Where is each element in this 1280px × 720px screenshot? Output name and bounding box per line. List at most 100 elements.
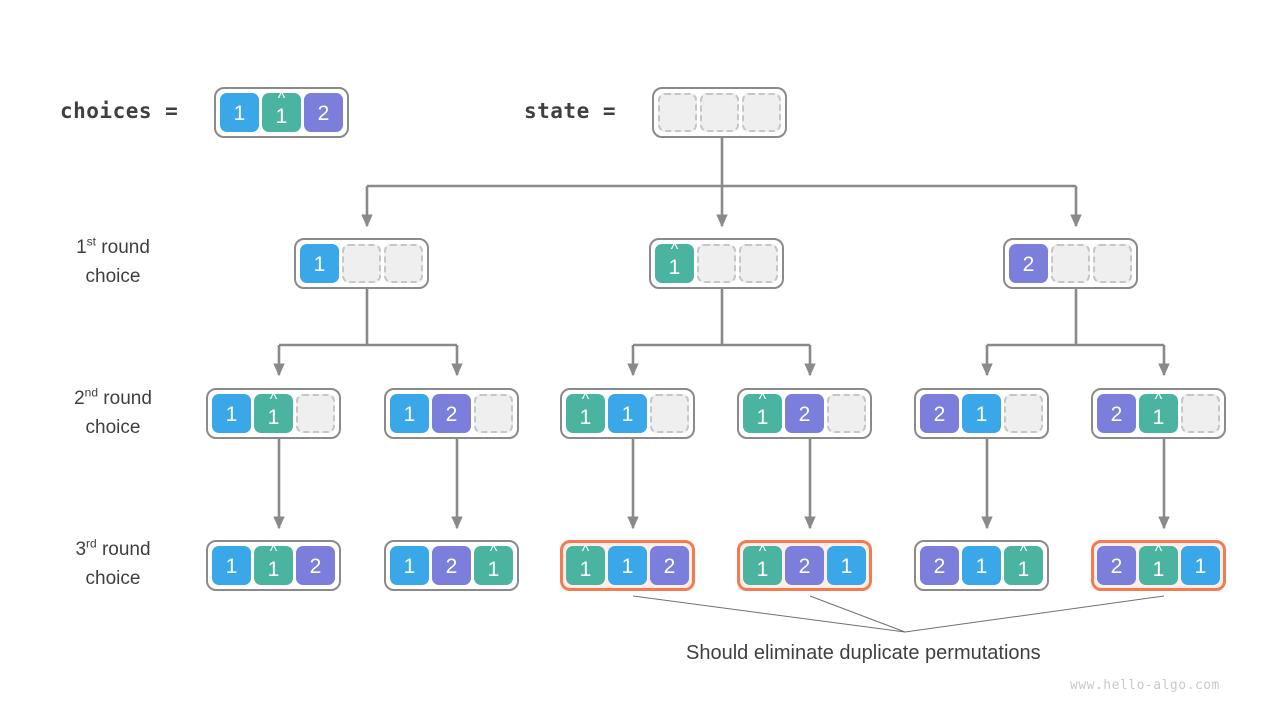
cell-value: 2: [296, 546, 335, 585]
level3-node-1: 1 2 1: [384, 540, 519, 591]
cell-value: 2: [785, 394, 824, 433]
level1-node-2: 2: [1003, 238, 1138, 289]
cell-label: 1: [621, 403, 634, 426]
cell-label: 1: [276, 106, 288, 127]
cell-value: 1: [743, 546, 782, 585]
round-2-line1: 2nd round: [74, 385, 152, 409]
cell-label: 2: [798, 403, 811, 426]
cell-label: 2: [933, 555, 946, 578]
round-2-line2: choice: [85, 417, 141, 438]
cell-label: 2: [445, 403, 458, 426]
cell-label: 1: [580, 559, 592, 580]
level2-node-3: 12: [737, 388, 872, 439]
cell-label: 1: [621, 555, 634, 578]
cell-label: 1: [669, 257, 681, 278]
cell-value: 1: [566, 394, 605, 433]
cell-value: 1: [212, 394, 251, 433]
cell-value: 1: [1004, 546, 1043, 585]
cell-value: 1: [962, 546, 1001, 585]
round-3-line1: 3rd round: [75, 536, 151, 560]
cell-empty: [1004, 394, 1043, 433]
cell-label: 1: [313, 253, 326, 276]
cell-value: 1: [220, 93, 259, 132]
cell-value: 1: [608, 394, 647, 433]
level2-node-2: 11: [560, 388, 695, 439]
cell-empty: [742, 93, 781, 132]
cell-value: 1: [743, 394, 782, 433]
cell-value: 1: [390, 546, 429, 585]
cell-label: 2: [798, 555, 811, 578]
cell-value: 2: [1009, 244, 1048, 283]
cell-value: 1: [390, 394, 429, 433]
cell-value: 2: [920, 546, 959, 585]
cell-empty: [384, 244, 423, 283]
round-label-3: 3rd round choice: [30, 535, 196, 593]
cell-label: 1: [975, 555, 988, 578]
cell-value: 2: [920, 394, 959, 433]
level3-node-3: 1 2 1: [737, 540, 872, 591]
watermark: www.hello-algo.com: [1070, 678, 1220, 693]
cell-label: 2: [309, 555, 322, 578]
choices-array: 1 1 2: [214, 87, 349, 138]
state-array: [652, 87, 787, 138]
cell-value: 1: [566, 546, 605, 585]
cell-label: 1: [1018, 559, 1030, 580]
cell-label: 2: [1110, 403, 1123, 426]
state-label: state =: [524, 99, 617, 123]
cell-value: 1: [608, 546, 647, 585]
cell-value: 2: [1097, 546, 1136, 585]
round-3-line2: choice: [85, 568, 141, 589]
cell-value: 1: [827, 546, 866, 585]
cell-value: 1: [254, 394, 293, 433]
cell-label: 2: [445, 555, 458, 578]
cell-empty: [700, 93, 739, 132]
cell-label: 1: [840, 555, 853, 578]
cell-value: 1: [1139, 546, 1178, 585]
cell-empty: [650, 394, 689, 433]
cell-value: 2: [304, 93, 343, 132]
cell-label: 1: [268, 559, 280, 580]
cell-empty: [296, 394, 335, 433]
cell-label: 1: [1194, 555, 1207, 578]
cell-label: 2: [1022, 253, 1035, 276]
cell-empty: [658, 93, 697, 132]
cell-value: 1: [474, 546, 513, 585]
cell-value: 1: [655, 244, 694, 283]
cell-label: 1: [225, 403, 238, 426]
cell-label: 2: [663, 555, 676, 578]
level2-node-5: 21: [1091, 388, 1226, 439]
cell-empty: [697, 244, 736, 283]
cell-label: 1: [1153, 407, 1165, 428]
level3-node-5: 211: [1091, 540, 1226, 591]
cell-label: 1: [233, 102, 246, 125]
level1-node-1: 1: [649, 238, 784, 289]
cell-label: 1: [757, 559, 769, 580]
cell-label: 1: [268, 407, 280, 428]
cell-empty: [739, 244, 778, 283]
cell-label: 1: [488, 559, 500, 580]
round-label-1: 1st round choice: [30, 233, 196, 291]
cell-empty: [1051, 244, 1090, 283]
cell-label: 1: [1153, 559, 1165, 580]
level3-node-0: 1 1 2: [206, 540, 341, 591]
cell-value: 1: [262, 93, 301, 132]
level3-node-2: 1 1 2: [560, 540, 695, 591]
cell-label: 2: [317, 102, 330, 125]
cell-value: 2: [1097, 394, 1136, 433]
cell-value: 1: [212, 546, 251, 585]
cell-value: 1: [300, 244, 339, 283]
cell-label: 1: [403, 555, 416, 578]
cell-empty: [827, 394, 866, 433]
cell-label: 2: [933, 403, 946, 426]
cell-empty: [474, 394, 513, 433]
cell-value: 2: [650, 546, 689, 585]
choices-label: choices =: [60, 99, 179, 123]
cell-label: 1: [580, 407, 592, 428]
cell-value: 1: [1139, 394, 1178, 433]
cell-value: 1: [254, 546, 293, 585]
cell-empty: [342, 244, 381, 283]
cell-label: 1: [225, 555, 238, 578]
